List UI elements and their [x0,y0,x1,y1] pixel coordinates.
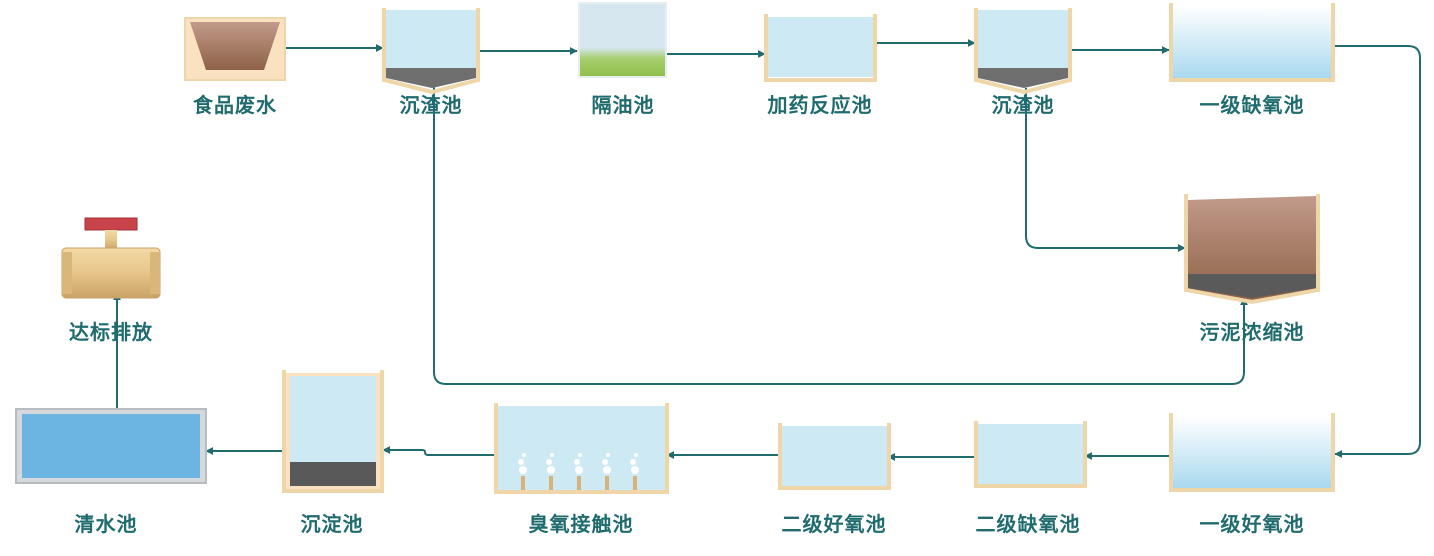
label-slag-tank-2: 沉渣池 [991,93,1055,117]
sludge-thickener-tank [1184,194,1320,305]
label-sedimentation: 沉淀池 [300,512,364,536]
diffuser [574,453,583,490]
label-oil-separator: 隔油池 [591,93,655,117]
label-sludge-thickener: 污泥浓缩池 [1199,320,1305,344]
anoxic-tank-2 [974,421,1087,488]
flow-arrow-slag2-to-sludge [1025,88,1186,252]
label-aerobic-2: 二级好氧池 [781,512,887,536]
label-anoxic-2: 二级缺氧池 [975,512,1081,536]
slag-tank-2 [974,8,1072,95]
flow-arrow-ozone-to-sedimentation [382,446,495,456]
aerobic-tank-2 [778,423,891,490]
ozone-contact-tank [494,403,669,494]
flow-arrow-anoxic1-to-aerobic1 [1334,45,1421,458]
label-food-wastewater: 食品废水 [193,93,277,117]
ozone-diffusers [518,453,639,490]
label-anoxic-1: 一级缺氧池 [1199,93,1305,117]
label-ozone-contact: 臭氧接触池 [528,512,634,536]
label-discharge: 达标排放 [69,320,153,344]
discharge-valve [61,217,161,299]
oil-separator-tank [578,2,667,78]
diffuser [518,453,527,490]
dosing-reaction-tank [764,14,877,82]
label-clear-water: 清水池 [74,512,138,536]
diffuser [546,453,555,490]
food-wastewater-tank [184,17,286,81]
flow-arrow-slag1-to-sludge [433,86,1248,385]
sedimentation-tank [282,370,384,493]
slag-tank-1 [382,8,480,95]
aerobic-tank-1 [1169,413,1335,492]
label-aerobic-1: 一级好氧池 [1199,512,1305,536]
flow-lines [113,39,1421,461]
diffuser [602,453,611,490]
label-slag-tank-1: 沉渣池 [399,93,463,117]
label-dosing-reaction: 加药反应池 [767,93,873,117]
diffuser [630,453,639,490]
clear-water-tank [15,408,207,484]
anoxic-tank-1 [1169,3,1335,82]
